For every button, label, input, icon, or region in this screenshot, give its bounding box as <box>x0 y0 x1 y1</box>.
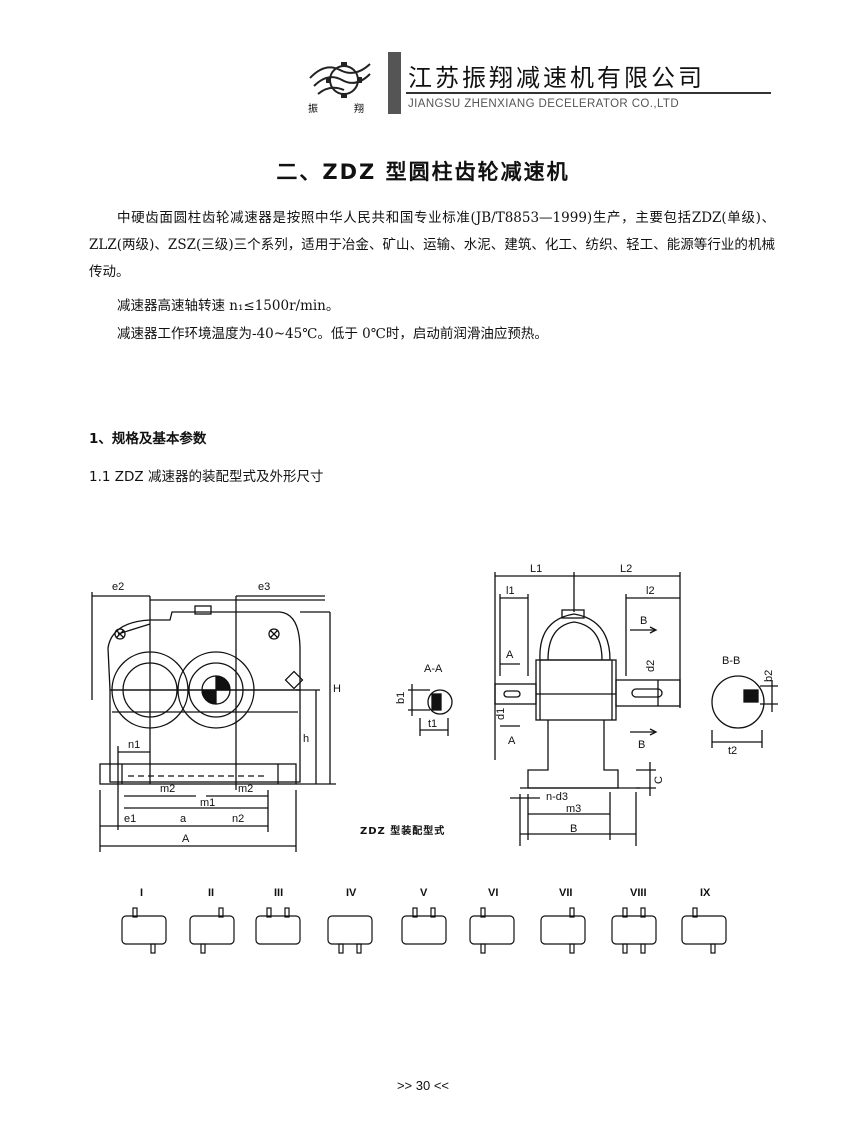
dim-d1: d1 <box>495 708 507 720</box>
page-title: 二、ZDZ 型圆柱齿轮减速机 <box>276 160 570 184</box>
dim-m2-right: m2 <box>238 783 253 795</box>
marker-B-bottom: B <box>638 739 645 751</box>
section-heading: 1、规格及基本参数 <box>89 431 207 447</box>
assembly-type-label: I <box>140 887 143 899</box>
drawing-caption: ZDZ 型装配型式 <box>360 826 446 837</box>
assembly-type-shaft <box>480 943 486 954</box>
header-rule <box>406 92 771 94</box>
reducer-drawing: e2 e3 H h n1 m2 m2 m1 e1 a n2 A A-A b1 t… <box>91 563 778 954</box>
assembly-type-label: IV <box>346 887 357 899</box>
dim-C: C <box>653 776 665 784</box>
dim-m3: m3 <box>566 803 581 815</box>
marker-B-top: B <box>640 615 647 627</box>
assembly-type-box <box>540 915 586 945</box>
dim-l2: l2 <box>646 585 655 597</box>
assembly-type-shaft <box>150 943 156 954</box>
assembly-type-shaft <box>218 907 224 918</box>
dim-e2: e2 <box>112 581 124 593</box>
temperature-line: 减速器工作环境温度为-40~45℃。低于 0℃时，启动前润滑油应预热。 <box>117 326 548 342</box>
company-name-cn: 江苏振翔减速机有限公司 <box>408 64 705 92</box>
section-aa-title: A-A <box>424 663 443 675</box>
assembly-type-shaft <box>692 907 698 918</box>
assembly-type-shaft <box>338 943 344 954</box>
assembly-type-box <box>189 915 235 945</box>
speed-line: 减速器高速轴转速 n₁≤1500r/min。 <box>117 298 340 314</box>
dim-H: H <box>333 683 341 695</box>
logo-char-right: 翔 <box>354 102 364 115</box>
assembly-type-shaft <box>622 943 628 954</box>
assembly-type-shaft <box>200 943 206 954</box>
dim-a: a <box>180 813 187 825</box>
dim-e1: e1 <box>124 813 136 825</box>
assembly-type-shaft <box>622 907 628 918</box>
assembly-type-shaft <box>569 907 575 918</box>
dim-t2: t2 <box>728 745 737 757</box>
dim-b2: b2 <box>763 670 775 682</box>
assembly-type-shaft <box>132 907 138 918</box>
dim-b1: b1 <box>395 692 407 704</box>
dim-nd3: n-d3 <box>546 791 568 803</box>
section-subheading: 1.1 ZDZ 减速器的装配型式及外形尺寸 <box>89 469 324 485</box>
assembly-type-label: IX <box>700 887 711 899</box>
logo-char-left: 振 <box>308 102 318 115</box>
assembly-type-box <box>255 915 301 945</box>
assembly-type-shaft <box>266 907 272 918</box>
assembly-type-label: III <box>274 887 283 899</box>
marker-A-top: A <box>506 649 514 661</box>
assembly-type-box <box>121 915 167 945</box>
marker-A-bottom: A <box>508 735 516 747</box>
assembly-type-box <box>681 915 727 945</box>
assembly-type-shaft <box>356 943 362 954</box>
assembly-type-shaft <box>480 907 486 918</box>
dim-t1: t1 <box>428 718 437 730</box>
assembly-type-label: VI <box>488 887 498 899</box>
assembly-type-shaft <box>640 907 646 918</box>
dim-h: h <box>303 733 309 745</box>
dim-l1: l1 <box>506 585 515 597</box>
company-name-en: JIANGSU ZHENXIANG DECELERATOR CO.,LTD <box>408 98 680 110</box>
dim-L2: L2 <box>620 563 632 575</box>
dim-n2: n2 <box>232 813 244 825</box>
assembly-type-shaft <box>569 943 575 954</box>
page-number: >> 30 << <box>396 1078 450 1093</box>
assembly-type-label: II <box>208 887 214 899</box>
assembly-type-box <box>469 915 515 945</box>
assembly-type-shaft <box>640 943 646 954</box>
intro-paragraph: 中硬齿面圆柱齿轮减速器是按照中华人民共和国专业标准(JB/T8853—1999)… <box>89 210 775 280</box>
dim-e3: e3 <box>258 581 270 593</box>
dim-m2-left: m2 <box>160 783 175 795</box>
assembly-type-shaft <box>430 907 436 918</box>
assembly-type-box <box>401 915 447 945</box>
dim-m1: m1 <box>200 797 215 809</box>
assembly-type-label: VII <box>559 887 572 899</box>
dim-d2: d2 <box>645 660 657 672</box>
assembly-type-box <box>327 915 373 945</box>
company-logo: 振 翔 <box>308 62 371 115</box>
assembly-type-shaft <box>710 943 716 954</box>
dim-L1: L1 <box>530 563 542 575</box>
section-bb-title: B-B <box>722 655 740 667</box>
assembly-type-shaft <box>412 907 418 918</box>
assembly-type-box <box>611 915 657 945</box>
header-bar <box>388 52 401 114</box>
assembly-type-label: VIII <box>630 887 647 899</box>
dim-B: B <box>570 823 577 835</box>
dim-A: A <box>182 833 190 845</box>
dim-n1: n1 <box>128 739 140 751</box>
assembly-type-shaft <box>284 907 290 918</box>
assembly-type-label: V <box>420 887 428 899</box>
